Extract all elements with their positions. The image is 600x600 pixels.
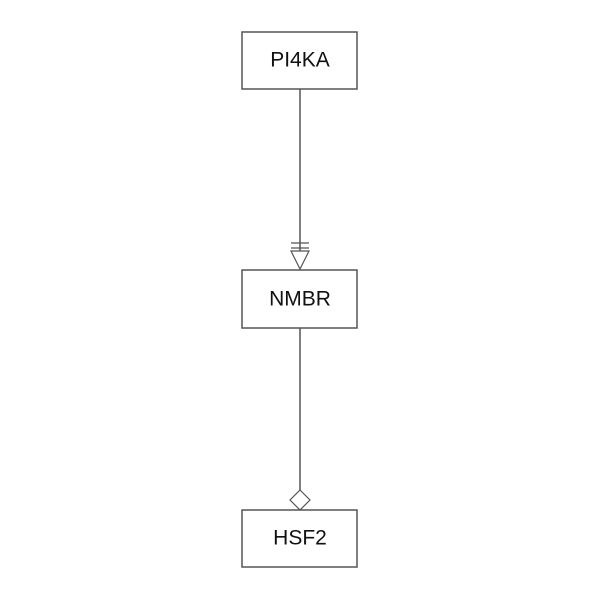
node-label: HSF2	[273, 527, 327, 550]
edge-nmbr-hsf2	[289, 328, 311, 511]
open-diamond-arrowhead	[289, 489, 311, 511]
edge-pi4ka-nmbr	[290, 89, 310, 271]
open-triangle-arrowhead	[290, 250, 310, 271]
node-box	[241, 31, 358, 90]
node-box	[241, 509, 358, 568]
node-box	[241, 269, 358, 329]
node-pi4ka[interactable]: PI4KA	[241, 31, 358, 90]
node-label: NMBR	[269, 288, 331, 311]
node-hsf2[interactable]: HSF2	[241, 509, 358, 568]
node-nmbr[interactable]: NMBR	[241, 269, 358, 329]
node-label: PI4KA	[270, 49, 330, 72]
